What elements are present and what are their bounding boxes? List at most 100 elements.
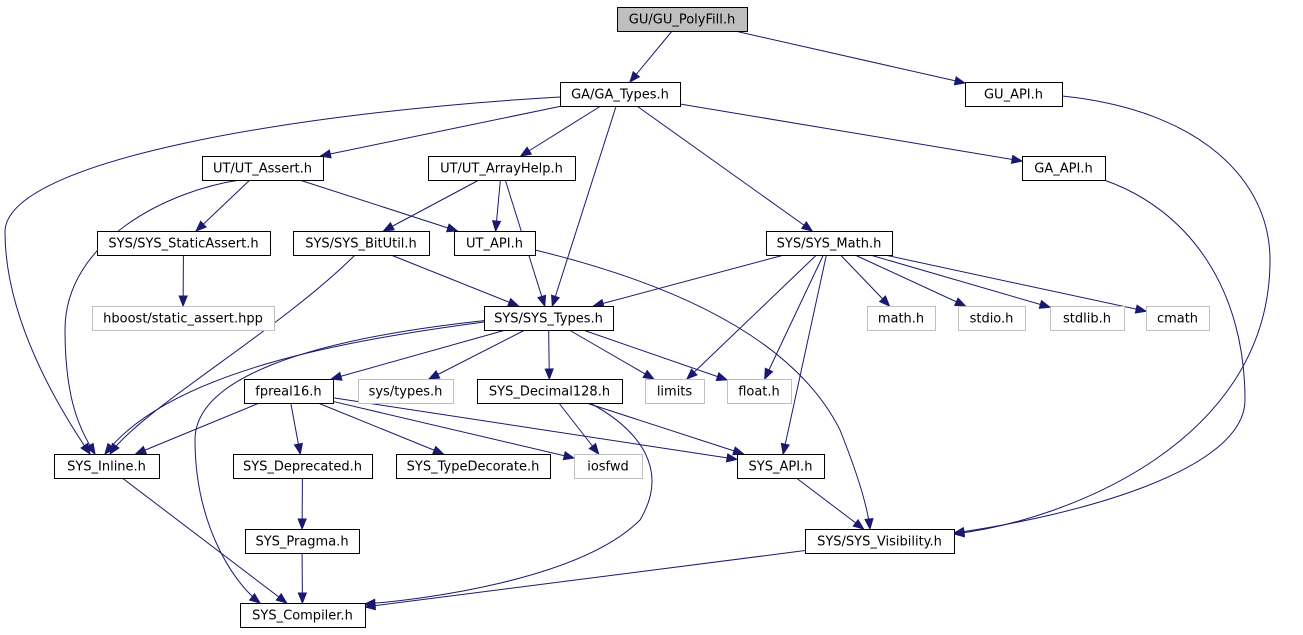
node-box — [1050, 306, 1125, 331]
edge-fpreal16-to-sys-deprecated — [290, 402, 303, 456]
node-sys-compiler[interactable]: SYS_Compiler.h — [240, 603, 366, 628]
node-label: SYS/SYS_BitUtil.h — [305, 237, 417, 252]
node-box — [202, 156, 324, 181]
edge-gu-polyfill-to-ga-types — [629, 30, 673, 84]
edge-ga-types-to-ut-arrayhelp — [519, 105, 602, 157]
edge-ut-assert-to-ut-api — [299, 179, 459, 233]
edge-ga-types-to-ut-assert — [319, 105, 563, 159]
node-label: float.h — [738, 385, 780, 400]
node-label: SYS_Inline.h — [67, 460, 146, 475]
edge-sys-math-to-limits — [686, 254, 817, 380]
edge-sys-types-to-float-h — [582, 329, 729, 381]
node-label: hboost/static_assert.hpp — [103, 312, 263, 327]
node-float-h: float.h — [727, 379, 792, 404]
node-box — [233, 454, 373, 479]
node-ut-arrayhelp[interactable]: UT/UT_ArrayHelp.h — [428, 156, 576, 181]
edge-sys-math-to-math-h — [840, 254, 891, 307]
node-label: stdio.h — [970, 312, 1014, 327]
edge-fpreal16-to-iosfwd — [332, 400, 576, 461]
node-box — [293, 231, 430, 256]
node-gu-api[interactable]: GU_API.h — [965, 82, 1063, 107]
node-label: SYS/SYS_Visibility.h — [817, 535, 942, 550]
node-box — [1022, 156, 1106, 181]
node-label: UT/UT_Assert.h — [213, 162, 312, 177]
edge-sys-inline-to-sys-compiler — [121, 477, 288, 604]
node-label: iosfwd — [587, 460, 629, 475]
node-label: SYS_Compiler.h — [252, 609, 353, 624]
node-sys-typedecorate[interactable]: SYS_TypeDecorate.h — [396, 454, 551, 479]
edge-sys-types-to-fpreal16 — [329, 329, 506, 381]
node-sys-types-h: sys/types.h — [358, 379, 454, 404]
node-box — [396, 454, 551, 479]
edge-sys-api-to-sys-visibility — [796, 477, 865, 530]
dependency-edges — [4, 30, 1271, 611]
node-box — [477, 379, 623, 404]
node-label: SYS_TypeDecorate.h — [407, 460, 540, 475]
node-ga-types[interactable]: GA/GA_Types.h — [560, 82, 681, 107]
node-box — [428, 156, 576, 181]
node-label: SYS_Deprecated.h — [243, 460, 362, 475]
node-sys-deprecated[interactable]: SYS_Deprecated.h — [233, 454, 373, 479]
node-sys-visibility[interactable]: SYS/SYS_Visibility.h — [805, 529, 955, 554]
node-sys-inline[interactable]: SYS_Inline.h — [54, 454, 160, 479]
node-box — [54, 454, 160, 479]
node-box — [92, 306, 275, 331]
node-sys-decimal128[interactable]: SYS_Decimal128.h — [477, 379, 623, 404]
node-ut-api[interactable]: UT_API.h — [454, 231, 536, 256]
edge-sys-math-to-cmath — [884, 254, 1148, 314]
node-label: cmath — [1157, 312, 1198, 327]
node-label: GU/GU_PolyFill.h — [629, 13, 735, 28]
node-hboost-sa: hboost/static_assert.hpp — [92, 306, 275, 331]
edge-sys-math-to-stdio-h — [854, 254, 967, 307]
edge-gu-polyfill-to-gu-api — [734, 30, 967, 86]
node-box — [240, 603, 366, 628]
node-box — [727, 379, 792, 404]
node-stdio-h: stdio.h — [958, 306, 1026, 331]
node-box — [645, 379, 705, 404]
node-box — [965, 82, 1063, 107]
node-sys-api[interactable]: SYS_API.h — [737, 454, 825, 479]
node-sys-pragma[interactable]: SYS_Pragma.h — [245, 529, 360, 554]
edge-sys-types-to-sys-types-h — [427, 329, 526, 380]
edge-sys-math-to-sys-types — [592, 254, 785, 308]
node-fpreal16[interactable]: fpreal16.h — [244, 379, 334, 404]
edge-sys-deprecated-to-sys-pragma — [297, 477, 307, 531]
edge-sys-staticassert-to-hboost-sa — [178, 254, 188, 308]
node-box — [560, 82, 681, 107]
node-sys-types[interactable]: SYS/SYS_Types.h — [484, 306, 614, 331]
node-box — [97, 231, 271, 256]
edge-ut-assert-to-sys-inline — [64, 179, 241, 456]
node-sys-bitutil[interactable]: SYS/SYS_BitUtil.h — [293, 231, 430, 256]
node-label: SYS/SYS_Types.h — [494, 312, 603, 327]
edge-fpreal16-to-sys-inline — [134, 402, 260, 455]
node-label: UT_API.h — [466, 237, 523, 252]
node-sys-staticassert[interactable]: SYS/SYS_StaticAssert.h — [97, 231, 271, 256]
node-box — [1146, 306, 1210, 331]
node-box — [805, 529, 955, 554]
node-box — [358, 379, 454, 404]
node-label: SYS_API.h — [749, 460, 813, 475]
edge-ga-api-to-sys-visibility — [952, 179, 1246, 537]
node-box — [244, 379, 334, 404]
node-ut-assert[interactable]: UT/UT_Assert.h — [202, 156, 324, 181]
edge-sys-types-to-limits — [568, 329, 655, 380]
node-cmath: cmath — [1146, 306, 1210, 331]
edge-sys-bitutil-to-sys-inline — [109, 254, 356, 456]
node-sys-math[interactable]: SYS/SYS_Math.h — [766, 231, 893, 256]
node-ga-api[interactable]: GA_API.h — [1022, 156, 1106, 181]
node-label: GA_API.h — [1034, 162, 1092, 177]
node-box — [958, 306, 1026, 331]
node-box — [766, 231, 893, 256]
node-box — [574, 454, 643, 479]
node-gu-polyfill[interactable]: GU/GU_PolyFill.h — [617, 7, 748, 32]
edge-ut-arrayhelp-to-ut-api — [491, 179, 502, 233]
node-label: fpreal16.h — [255, 385, 321, 400]
edge-sys-bitutil-to-sys-types — [390, 254, 520, 307]
node-label: GU_API.h — [984, 88, 1043, 103]
edge-sys-visibility-to-sys-compiler — [363, 550, 806, 611]
node-stdlib-h: stdlib.h — [1050, 306, 1125, 331]
edge-ga-types-to-ga-api — [679, 103, 1024, 165]
node-limits: limits — [645, 379, 705, 404]
node-label: math.h — [878, 312, 924, 327]
